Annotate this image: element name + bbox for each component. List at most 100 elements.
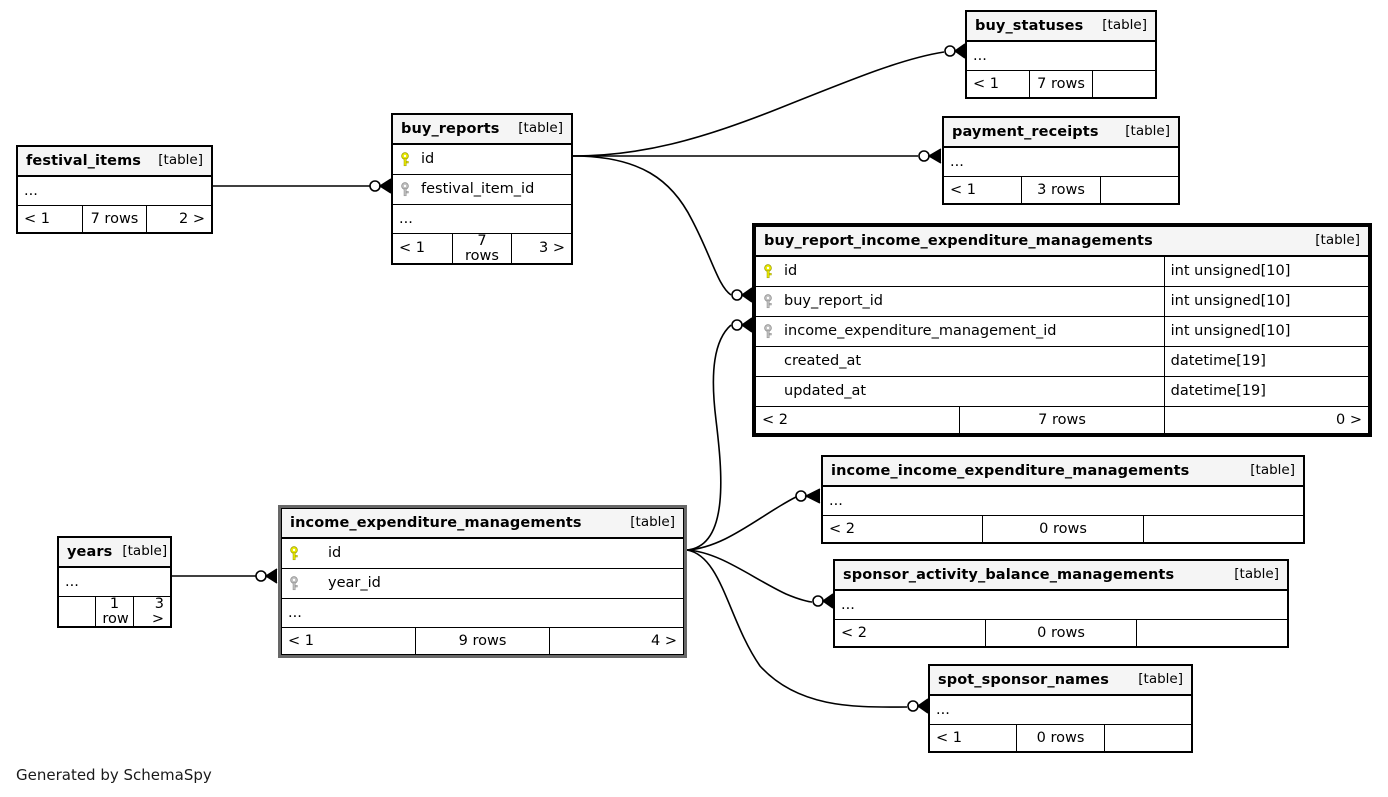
table-footer: 1 row 3 > (57, 596, 172, 627)
edge-buy-reports-to-brieem (572, 155, 732, 296)
table-type-tag: [table] (1102, 17, 1147, 34)
table-footer: < 1 7 rows 3 > (392, 233, 572, 264)
columns-collapsed-row[interactable]: ... (281, 598, 684, 628)
footer-rowcount: 0 rows (1016, 724, 1105, 752)
columns-collapsed-row[interactable]: ... (929, 694, 1192, 725)
footer-children: 3 > (132, 596, 172, 627)
table-header: income_expenditure_managements [table] (281, 508, 684, 539)
table-type-tag: [table] (1315, 232, 1360, 249)
columns-collapsed-row[interactable]: ... (943, 146, 1179, 177)
columns-collapsed-row[interactable]: ... (966, 40, 1156, 71)
footer-children (1099, 176, 1180, 204)
ellipsis-label: ... (943, 146, 1179, 177)
column-row[interactable]: income_expenditure_management_id int uns… (755, 316, 1370, 347)
table-title: income_income_expenditure_managements (831, 462, 1190, 479)
footer-parents: < 1 (928, 724, 1018, 752)
footer-children: 4 > (549, 627, 684, 655)
primary-key-icon (288, 545, 300, 562)
footer-rowcount: 7 rows (451, 233, 513, 264)
table-node-payment-receipts[interactable]: payment_receipts [table] ... < 1 3 rows (942, 116, 1180, 205)
column-type: int unsigned[10] (1163, 255, 1370, 287)
table-footer: < 1 3 rows (942, 176, 1180, 204)
table-node-income-expenditure-managements[interactable]: income_expenditure_managements [table] (278, 505, 687, 658)
table-footer: < 1 0 rows (928, 724, 1193, 752)
table-node-buy-reports[interactable]: buy_reports [table] (391, 113, 573, 265)
foreign-key-icon (288, 575, 300, 592)
table-title: income_expenditure_managements (290, 514, 582, 531)
footer-parents: < 2 (821, 515, 984, 543)
table-title: buy_statuses (975, 17, 1084, 34)
footer-parents (57, 596, 97, 627)
table-footer: < 2 0 rows (834, 619, 1288, 647)
footer-children (1142, 515, 1305, 543)
table-footer: < 1 7 rows (966, 70, 1156, 98)
footer-parents: < 1 (942, 176, 1023, 204)
footer-parents: < 1 (392, 233, 453, 264)
columns-collapsed-row[interactable]: ... (822, 485, 1304, 516)
column-row[interactable]: created_at datetime[19] (755, 346, 1370, 377)
table-title: festival_items (26, 152, 142, 169)
primary-key-icon (399, 151, 411, 168)
table-node-years[interactable]: years [table] ... 1 row 3 > (57, 536, 172, 628)
columns-collapsed-row[interactable]: ... (834, 589, 1288, 620)
table-type-tag: [table] (518, 120, 563, 137)
footer-rowcount: 9 rows (415, 627, 550, 655)
no-key-spacer (762, 354, 774, 370)
table-node-buy-statuses[interactable]: buy_statuses [table] ... < 1 7 rows (965, 10, 1157, 99)
edge-iem-to-brieem (686, 324, 732, 551)
column-row[interactable]: buy_report_id int unsigned[10] (755, 286, 1370, 317)
footer-rowcount: 1 row (95, 596, 134, 627)
table-title: payment_receipts (952, 123, 1099, 140)
table-footer: < 1 9 rows 4 > (281, 627, 684, 655)
table-title: spot_sponsor_names (938, 671, 1109, 688)
column-name: id (421, 151, 435, 168)
columns-collapsed-row[interactable]: ... (392, 204, 572, 234)
footer-children (1136, 619, 1288, 647)
column-row[interactable]: updated_at datetime[19] (755, 376, 1370, 407)
footer-parents: < 1 (966, 70, 1030, 98)
column-name: updated_at (784, 383, 867, 400)
footer-children (1103, 724, 1193, 752)
footer-parents: < 2 (834, 619, 986, 647)
table-footer: < 2 7 rows 0 > (754, 406, 1370, 434)
table-type-tag: [table] (158, 152, 203, 169)
table-type-tag: [table] (1234, 566, 1279, 583)
ellipsis-label: ... (17, 175, 212, 206)
ellipsis-label: ... (392, 204, 572, 234)
column-row[interactable]: id int unsigned[10] (755, 255, 1370, 287)
column-name: created_at (784, 353, 862, 370)
footer-children: 2 > (146, 205, 212, 233)
foreign-key-icon (399, 181, 411, 198)
column-row[interactable]: id (281, 537, 684, 569)
ellipsis-label: ... (822, 485, 1304, 516)
table-node-festival-items[interactable]: festival_items [table] ... < 1 7 rows 2 … (16, 145, 213, 234)
columns-collapsed-row[interactable]: ... (58, 566, 171, 597)
column-row[interactable]: festival_item_id (392, 174, 572, 205)
table-footer: < 2 0 rows (821, 515, 1305, 543)
table-header: sponsor_activity_balance_managements [ta… (834, 560, 1288, 591)
column-name: buy_report_id (784, 293, 883, 310)
footer-parents: < 1 (17, 205, 83, 233)
table-header: festival_items [table] (17, 146, 212, 177)
ellipsis-label: ... (966, 40, 1156, 71)
footer-rowcount: 7 rows (1029, 70, 1093, 98)
table-title: buy_reports (401, 120, 500, 137)
table-node-spot-sponsor-names[interactable]: spot_sponsor_names [table] ... < 1 0 row… (928, 664, 1193, 753)
table-node-sponsor-activity-balance-managements[interactable]: sponsor_activity_balance_managements [ta… (833, 559, 1289, 648)
ellipsis-label: ... (281, 598, 684, 628)
footer-children (1092, 70, 1156, 98)
table-type-tag: [table] (1125, 123, 1170, 140)
footer-children: 3 > (511, 233, 572, 264)
footer-rowcount: 3 rows (1021, 176, 1101, 204)
column-row[interactable]: year_id (281, 568, 684, 599)
column-row[interactable]: id (392, 143, 572, 175)
table-header: spot_sponsor_names [table] (929, 665, 1192, 696)
generated-by-credit: Generated by SchemaSpy (16, 766, 212, 784)
columns-collapsed-row[interactable]: ... (17, 175, 212, 206)
table-header: income_income_expenditure_managements [t… (822, 456, 1304, 487)
table-node-buy-report-income-expenditure-managements[interactable]: buy_report_income_expenditure_management… (752, 223, 1372, 437)
table-footer: < 1 7 rows 2 > (17, 205, 212, 233)
table-node-income-income-expenditure-managements[interactable]: income_income_expenditure_managements [t… (821, 455, 1305, 544)
edge-iem-to-sponsor-activity (686, 549, 813, 603)
edge-iem-to-income-income (686, 496, 797, 551)
